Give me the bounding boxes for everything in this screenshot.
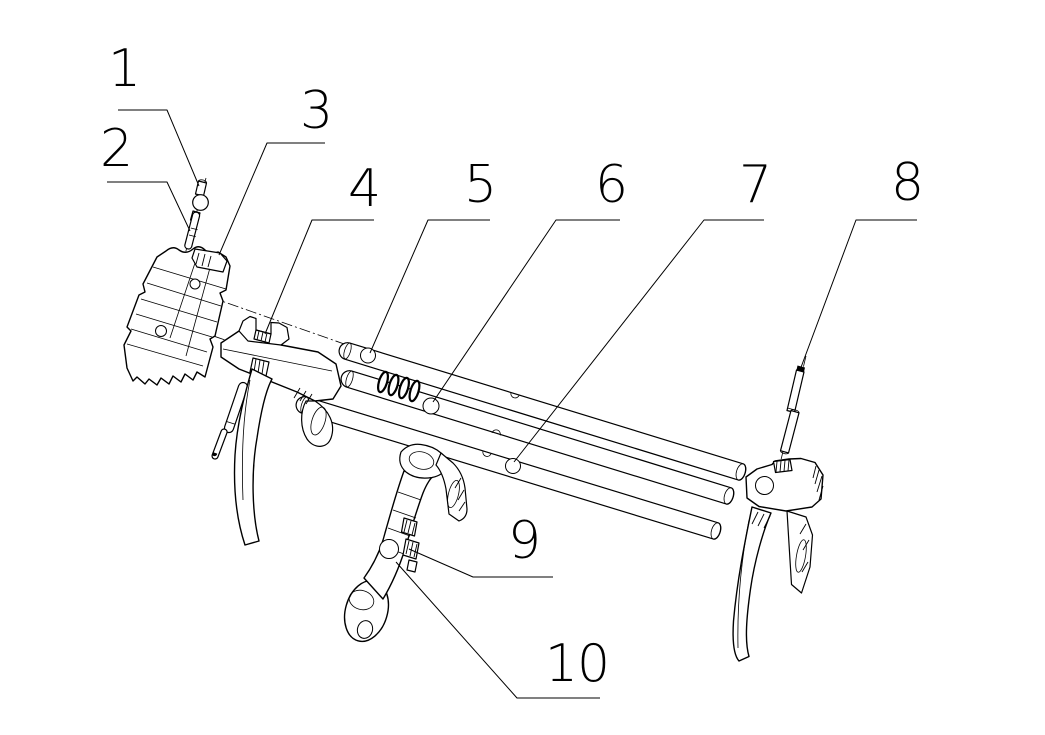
leader-line-4 [264,219,374,335]
fork-left-eye-bore [310,406,327,436]
capsule-body [184,211,201,250]
callout-label-7: 7 [739,155,771,215]
interlock-plate-lower-hatch [405,540,418,558]
lever-claw [435,452,468,522]
callout-label-3: 3 [300,81,332,141]
callout-label-4: 4 [348,159,380,219]
lever-boss-hole [356,620,374,639]
fork-right-jaw [786,510,814,594]
part-shift-fork-left [220,315,342,546]
fork-right-jaw-slot [795,539,807,573]
pin-stem [194,180,208,197]
leader-line-7 [513,219,764,463]
callout-label-9: 9 [508,511,540,571]
lever-head-face [408,451,435,470]
fork-left-prong-inner-line [241,379,251,501]
leader-lines [107,109,917,699]
lever-claw-slot [447,479,460,509]
block-cap-hatch [195,252,212,268]
rail-1-end-face [735,463,747,481]
fork-right-pin-seat [772,458,793,474]
rail-2-left-cap [345,370,354,388]
rail-1-notch [510,392,520,399]
part-shift-rail-3 [295,396,722,540]
lever-boss-bore [348,589,375,611]
lever-arm [363,470,433,600]
fork-right-boss [745,457,824,512]
leader-line-8 [799,219,917,371]
interlock-plate-upper-hatch [403,519,416,536]
leader-line-6 [432,219,620,403]
interlock-plate-lower [402,538,420,560]
leader-line-1 [118,109,200,187]
rail-3-detent-hole [505,458,521,474]
part-detent-pin [192,179,209,211]
callout-label-6: 6 [595,155,627,215]
part-shift-lever [343,443,468,643]
part-selector-block [123,246,231,386]
part-lock-pin [779,365,805,455]
rail-1-detent-hole [360,347,376,364]
callout-label-1: 1 [108,39,140,99]
rail-3-notch [482,450,492,457]
rail-2-notch [491,429,501,436]
roll-pin-lower [211,428,228,460]
rail-1-left-cap [343,342,352,360]
callout-labels: 1 2 3 4 5 6 7 8 9 10 [100,39,924,694]
lock-pin-shaft [786,369,805,414]
block-facet-line-2 [185,252,215,357]
part-detent-ball [422,397,440,415]
callout-label-2: 2 [100,119,132,179]
block-facet-line-1 [169,250,200,339]
part-plunger-capsule [184,210,201,250]
leader-line-10 [395,561,600,699]
leader-line-3 [218,142,325,256]
fork-left-eye [301,400,334,447]
pin-stem-cap [198,179,207,184]
fork-right-prong [732,506,772,662]
rail-2-end-face [723,487,735,505]
fork-right-face-hatch [812,465,824,501]
leader-line-5 [369,219,490,354]
part-roll-pin [211,381,249,460]
callout-label-8: 8 [891,153,923,213]
upper-assembly-axis-line [209,296,351,347]
fork-left-notch-hatch [256,330,268,343]
fork-right-prong-inner-line [737,519,750,649]
fork-left-boss-line [222,348,333,372]
lever-arm-rungs [381,491,422,555]
pin-ball [192,194,209,211]
fork-right-prong-hatch [751,511,771,529]
lock-pin-sleeve [779,409,800,454]
part-detent-spring [376,370,421,403]
roll-pin-tip [212,452,218,457]
lever-arm-hole [379,539,399,559]
fork-left-edge-hatch [293,387,313,405]
fork-right-jaw-hatch [799,523,810,573]
block-hole-upper [189,278,201,290]
callout-label-10: 10 [545,634,609,694]
lever-claw-hatch [454,477,466,512]
fork-right-bore [755,476,774,495]
part-shift-rail-1 [338,342,747,481]
callout-label-5: 5 [464,155,496,215]
part-shift-fork-right [732,457,824,662]
block-hole-lower [155,325,167,337]
leader-line-2 [107,181,191,232]
fork-left-top-tab [238,315,290,346]
rail-3-end-face [710,522,722,540]
fork-left-prong [233,368,273,546]
leader-line-9 [408,548,553,578]
interlock-pin [406,559,418,573]
fork-right-pin-seat-hatch [775,459,790,473]
